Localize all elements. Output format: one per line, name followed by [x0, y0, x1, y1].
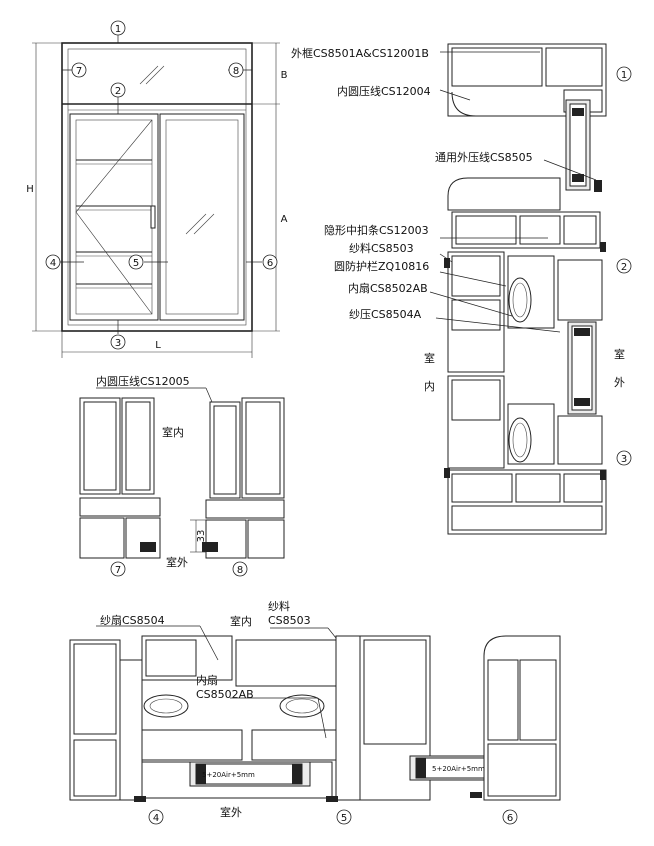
label-screen-material-right: 纱料CS8503 — [349, 241, 414, 255]
label-inner-sash-bottom-2: CS8502AB — [196, 688, 254, 701]
marker-6-section: 6 — [507, 813, 513, 824]
label-indoor-mid: 室内 — [162, 425, 184, 439]
marker-8-section: 8 — [237, 565, 243, 576]
label-outer-frame: 外框CS8501A&CS12001B — [291, 47, 429, 60]
marker-7-section: 7 — [115, 565, 121, 576]
label-outdoor-vertical-1: 室 — [614, 347, 625, 361]
label-inner-sash-bottom-1: 内扇 — [196, 673, 218, 687]
label-hidden-mullion-strip: 隐形中扣条CS12003 — [324, 223, 429, 237]
label-glass-spec-2: 5+20Air+5mm — [432, 765, 485, 773]
label-screen-bead: 纱压CS8504A — [349, 308, 422, 321]
horizontal-section — [69, 625, 561, 802]
label-round-guard-bar: 圆防护栏ZQ10816 — [334, 259, 429, 273]
label-screen-material-bottom-2: CS8503 — [268, 614, 311, 627]
label-inner-round-bead-12005: 内圆压线CS12005 — [96, 374, 190, 388]
window-elevation: H B A L — [26, 35, 288, 358]
dim-a: A — [281, 214, 288, 225]
vertical-section — [429, 43, 607, 535]
marker-2-section: 2 — [621, 262, 627, 273]
label-screen-material-bottom-1: 纱料 — [268, 599, 290, 613]
marker-5-section: 5 — [341, 813, 347, 824]
label-inner-round-bead-12004: 内圆压线CS12004 — [337, 84, 431, 98]
label-general-outer-bead: 通用外压线CS8505 — [435, 150, 533, 164]
marker-6-elevation: 6 — [267, 258, 273, 269]
label-glass-spec-1: 5+20Air+5mm — [202, 771, 255, 779]
marker-4-elevation: 4 — [50, 258, 56, 269]
marker-3-elevation: 3 — [115, 338, 121, 349]
marker-4-section: 4 — [153, 813, 159, 824]
label-inner-sash-right: 内扇CS8502AB — [348, 281, 428, 295]
dim-33: 33 — [196, 530, 207, 543]
marker-2-elevation: 2 — [115, 86, 121, 97]
marker-1-elevation: 1 — [115, 24, 121, 35]
dim-l: L — [155, 340, 161, 351]
label-outdoor-mid: 室外 — [166, 555, 188, 569]
marker-7-elevation: 7 — [76, 66, 82, 77]
label-outdoor-bottom: 室外 — [220, 805, 242, 819]
section-7-8: 33 — [79, 387, 285, 559]
marker-1-section: 1 — [621, 70, 627, 81]
label-screen-sash: 纱扇CS8504 — [100, 613, 165, 627]
dim-b: B — [281, 70, 288, 81]
label-indoor-vertical-1: 室 — [424, 351, 435, 365]
marker-5-elevation: 5 — [133, 258, 139, 269]
dim-h: H — [26, 184, 34, 195]
label-indoor-vertical-2: 内 — [424, 379, 435, 393]
marker-3-section: 3 — [621, 454, 627, 465]
marker-8-elevation: 8 — [233, 66, 239, 77]
label-outdoor-vertical-2: 外 — [614, 376, 625, 389]
label-indoor-bottom: 室内 — [230, 614, 252, 628]
